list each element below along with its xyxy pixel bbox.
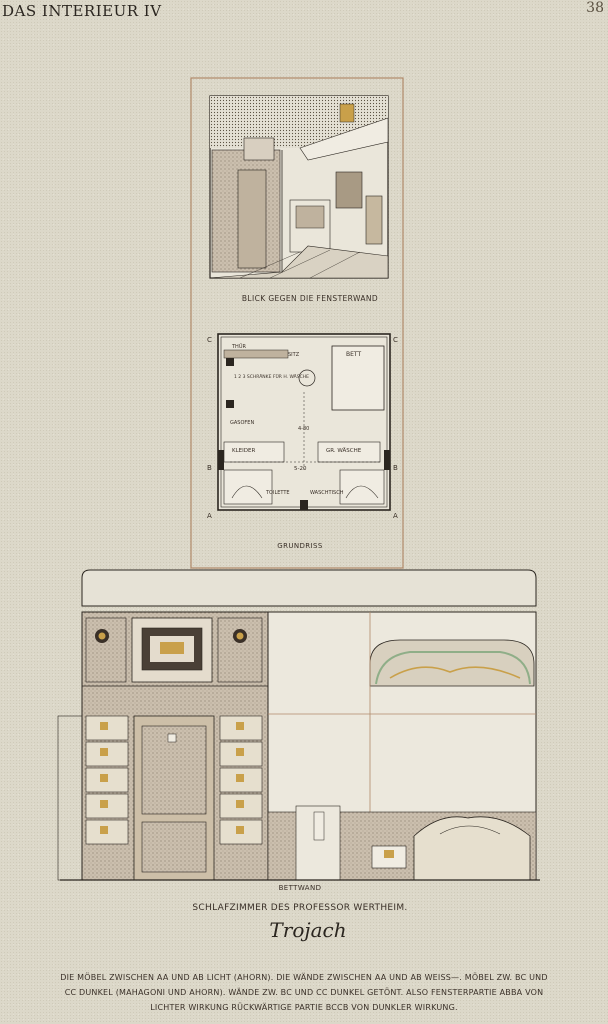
footnote-line-2: CC DUNKEL (MAHAGONI UND AHORN). WÄNDE ZW… (64, 988, 544, 997)
plan-dimension-width: 5-20 (294, 466, 307, 472)
plan-corner-a-left: A (207, 512, 212, 520)
plan-label-door: THÜR (231, 343, 246, 350)
plan-label-linen: GR. WÄSCHE (326, 447, 362, 454)
upper-frame (190, 77, 404, 569)
footnote-line-1: DIE MÖBEL ZWISCHEN AA UND AB LICHT (AHOR… (60, 973, 548, 982)
plan-corner-c-left: C (207, 336, 212, 344)
plan-label-bed: BETT (346, 351, 361, 358)
plan-corner-c-right: C (393, 336, 398, 344)
journal-title: DAS INTERIEUR IV (2, 2, 162, 20)
plan-label-washstand: WASCHTISCH (310, 490, 344, 496)
plan-corner-b-left: B (207, 464, 212, 472)
artist-signature: Trojach (269, 918, 347, 942)
plan-dimension-depth: 4-80 (298, 426, 309, 432)
plan-label-toilet: TOILETTE (265, 490, 290, 496)
plan-label-clothes: KLEIDER (232, 448, 255, 454)
plan-label-group: C C B B A A THÜR SITZ BETT 1 2 3 SCHRÄNK… (207, 336, 398, 520)
floor-plan (217, 333, 391, 511)
caption-floor-plan: GRUNDRISS (277, 542, 323, 550)
caption-bedroom-title: SCHLAFZIMMER DES PROFESSOR WERTHEIM. (192, 903, 408, 913)
plan-label-seat: SITZ (288, 352, 300, 358)
footnote-line-3: LICHTER WIRKUNG RÜCKWÄRTIGE PARTIE BCCB … (150, 1003, 458, 1012)
plan-corner-a-right: A (393, 512, 398, 520)
plan-label-stove: GASOFEN (230, 420, 254, 426)
perspective-view (209, 95, 389, 279)
plan-corner-b-right: B (393, 464, 398, 472)
page-header: DAS INTERIEUR IV 38 (0, 0, 608, 22)
bed-wall-elevation (57, 569, 540, 881)
plan-label-wardrobes: 1 2 3 SCHRÄNKE FÜR H. WÄSCHE (234, 373, 309, 380)
plate-footnote: DIE MÖBEL ZWISCHEN AA UND AB LICHT (AHOR… (4, 970, 604, 1015)
page-number: 38 (586, 0, 604, 16)
caption-bed-wall: BETTWAND (278, 884, 322, 892)
caption-window-view: BLICK GEGEN DIE FENSTERWAND (241, 294, 379, 303)
